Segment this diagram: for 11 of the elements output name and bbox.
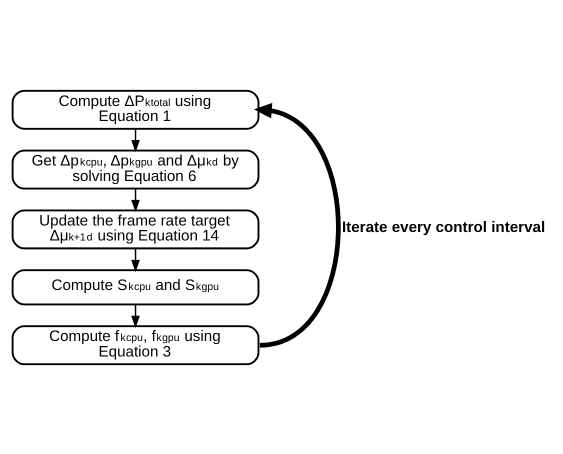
node-box: Compute Skcpu and Skgpu xyxy=(12,268,260,305)
node-box: Get Δpkcpu, Δpkgpu and Δμkd by solving Equation 6 xyxy=(12,149,260,190)
arrow xyxy=(131,248,140,272)
node-box: Compute ΔPktotal using Equation 1 xyxy=(12,89,260,130)
arrow xyxy=(254,102,341,348)
arrow xyxy=(131,304,140,328)
node-box: Update the frame rate target Δμk+1d using Equation 14 xyxy=(12,208,260,249)
arrow xyxy=(131,188,140,212)
edge-label: Iterate every control interval xyxy=(342,218,546,236)
arrow xyxy=(131,128,140,152)
node-box: Compute fkcpu, fkgpu using Equation 3 xyxy=(12,324,260,365)
